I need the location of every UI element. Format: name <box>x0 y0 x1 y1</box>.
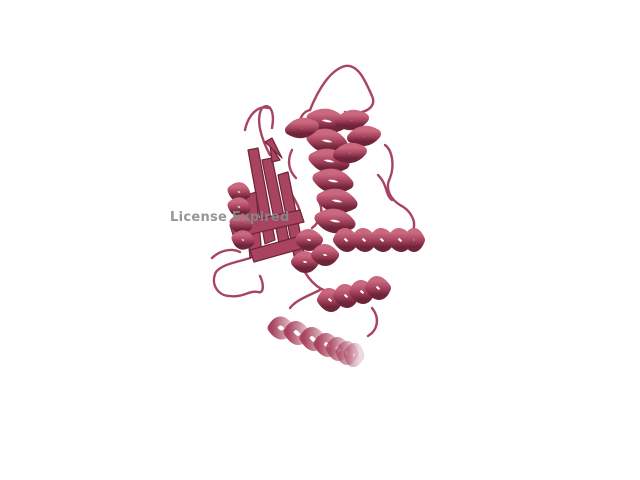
helix-lower-center <box>291 229 339 273</box>
helix-lower-middle <box>317 276 391 312</box>
helix-bottom <box>267 316 365 367</box>
license-watermark-text: License Expired <box>170 210 290 225</box>
helix-upper-right <box>285 109 381 164</box>
helix-horizontal-right <box>333 228 425 252</box>
protein-ribbon-structure <box>210 64 425 367</box>
helix-central <box>306 108 358 234</box>
helix-left-small <box>227 182 255 250</box>
